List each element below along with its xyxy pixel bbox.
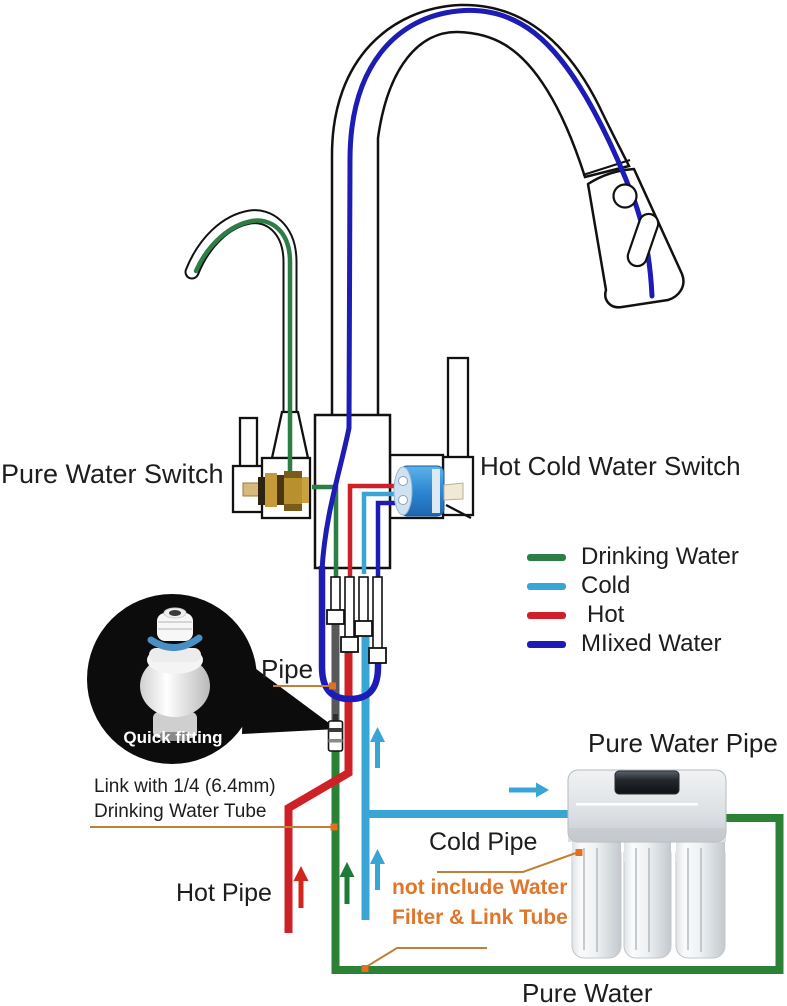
legend-item-mixed-water: MIixed Water <box>527 630 739 658</box>
blue-cartridge <box>393 465 464 517</box>
pipe-label: Pipe <box>261 654 314 684</box>
legend-item-cold: Cold <box>527 572 739 600</box>
legend-swatch-cold <box>527 582 566 590</box>
pure-water-pipe-label: Pure Water Pipe <box>588 728 778 758</box>
filter-note-line1: not include Water <box>392 876 568 899</box>
sprayer-collar-line <box>582 159 631 176</box>
legend-swatch-drinking-water <box>527 553 566 561</box>
hot-cold-water-switch-label: Hot Cold Water Switch <box>480 451 741 481</box>
quick-fitting-connector <box>327 720 344 752</box>
annotation-dots <box>329 682 583 972</box>
connector-nuts <box>326 609 387 664</box>
filter-note-line2: Filter & Link Tube <box>392 906 568 929</box>
quick-fitting-inset <box>87 594 337 764</box>
cold-pipe-label: Cold Pipe <box>429 828 538 856</box>
legend-label-hot: Hot <box>587 601 625 628</box>
quick-fitting-photo <box>140 607 210 741</box>
legend-label-cold: Cold <box>581 572 631 599</box>
legend-item-drinking-water: Drinking Water <box>527 543 739 571</box>
filter-display <box>614 770 680 795</box>
flow-arrow-cold-up-upper <box>370 727 385 768</box>
gray-pipe-tip <box>333 714 338 721</box>
pure-water-link-pipe <box>331 750 784 974</box>
main-spout-outline <box>330 3 631 422</box>
pure-water-label: Pure Water <box>522 978 653 1006</box>
gray-pipe <box>331 622 340 722</box>
flow-arrow-cold-right <box>509 782 549 798</box>
legend-swatch-hot <box>527 611 566 619</box>
drinking-water-line <box>193 218 293 483</box>
hot-pipe-label: Hot Pipe <box>176 879 272 907</box>
annotation-leaders <box>90 685 577 968</box>
flow-arrow-pure-up <box>339 862 355 904</box>
quick-fitting-label: Quick fitting <box>123 728 223 747</box>
mixed-hose-loop <box>318 566 382 703</box>
legend: Drinking Water Cold Hot MIixed Water <box>527 543 739 659</box>
hot-pipe-line <box>284 652 353 933</box>
legend-item-hot: Hot <box>527 601 739 629</box>
brass-cartridge <box>242 471 309 511</box>
link-note-line1: Link with 1/4 (6.4mm) <box>94 776 276 797</box>
sprayer-slot <box>626 212 660 268</box>
legend-label-mixed-water: MIixed Water <box>581 630 722 657</box>
pure-water-switch-label: Pure Water Switch <box>1 459 224 489</box>
sprayer-button <box>612 183 638 209</box>
link-note-line2: Drinking Water Tube <box>94 801 267 822</box>
water-filter-unit <box>567 769 727 959</box>
flow-arrow-cold-up-lower <box>370 849 385 890</box>
legend-swatch-mixed-water <box>527 640 566 648</box>
flow-arrow-hot-up <box>293 866 309 908</box>
cold-pipe-line <box>361 636 568 920</box>
legend-label-drinking-water: Drinking Water <box>581 543 739 570</box>
